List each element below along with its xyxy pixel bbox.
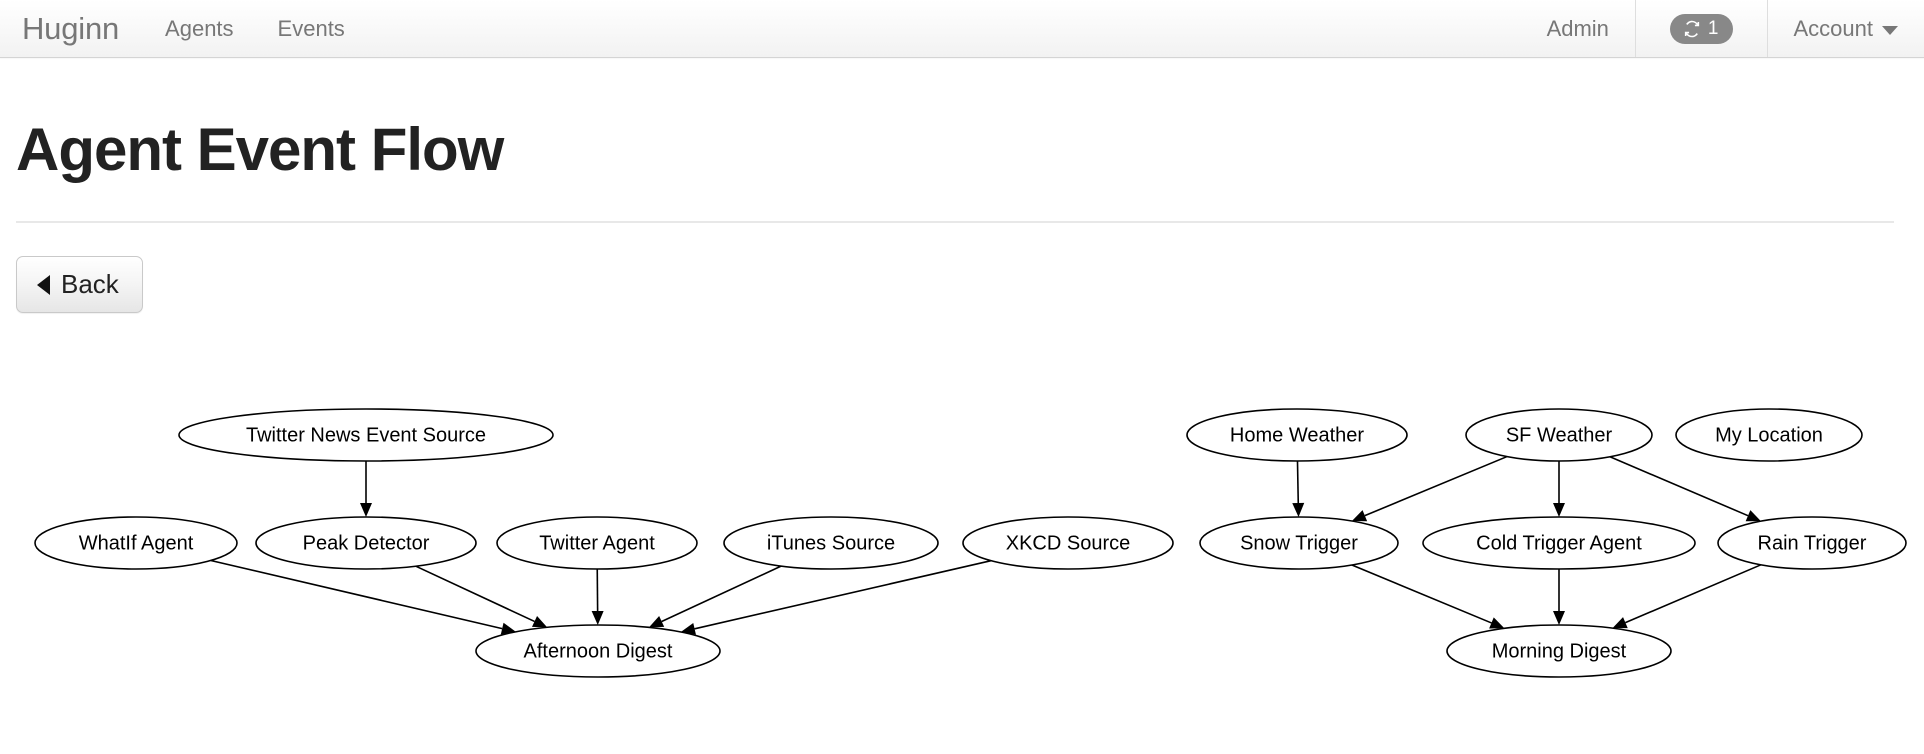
edge-sf-weather-to-snow-trigger [1364, 455, 1508, 517]
page-title: Agent Event Flow [16, 116, 504, 183]
chevron-left-icon [37, 274, 50, 295]
arrowhead-twitter-agent-to-afternoon-digest [591, 610, 604, 626]
edge-snow-trigger-to-morning-digest [1351, 564, 1492, 624]
edge-whatif-agent-to-afternoon-digest [210, 559, 503, 630]
node-ellipse-whatif-agent [34, 516, 238, 570]
node-ellipse-itunes-source [723, 516, 939, 570]
node-label-cold-trigger-agent: Cold Trigger Agent [1476, 532, 1642, 554]
graph-node-afternoon-digest[interactable]: Afternoon Digest [475, 624, 721, 678]
arrowhead-home-weather-to-snow-trigger [1292, 502, 1305, 518]
node-label-whatif-agent: WhatIf Agent [79, 532, 194, 554]
graph-node-my-location[interactable]: My Location [1675, 408, 1863, 462]
nav-link-account[interactable]: Account [1768, 0, 1924, 57]
node-label-itunes-source: iTunes Source [767, 532, 895, 554]
arrowhead-xkcd-source-to-afternoon-digest [680, 622, 696, 635]
node-ellipse-xkcd-source [962, 516, 1174, 570]
chevron-down-icon [1882, 25, 1898, 35]
nav-link-agents[interactable]: Agents [165, 15, 234, 41]
node-label-twitter-news-event-source: Twitter News Event Source [246, 424, 486, 446]
back-button[interactable]: Back [16, 256, 143, 313]
node-label-peak-detector: Peak Detector [303, 532, 430, 554]
edge-itunes-source-to-afternoon-digest [661, 565, 782, 623]
node-ellipse-rain-trigger [1717, 516, 1907, 570]
node-ellipse-cold-trigger-agent [1422, 516, 1696, 570]
page-container: Agent Event Flow Back Twitter News Event… [0, 58, 1924, 678]
node-label-afternoon-digest: Afternoon Digest [524, 640, 673, 662]
node-label-xkcd-source: XKCD Source [1006, 532, 1131, 554]
account-label: Account [1793, 16, 1874, 41]
edge-peak-detector-to-afternoon-digest [415, 565, 535, 623]
arrowhead-peak-detector-to-afternoon-digest [531, 616, 548, 628]
arrowhead-sf-weather-to-snow-trigger [1351, 510, 1368, 522]
graph-node-snow-trigger[interactable]: Snow Trigger [1199, 516, 1399, 570]
arrowhead-rain-trigger-to-morning-digest [1612, 617, 1628, 629]
node-ellipse-peak-detector [255, 516, 477, 570]
graph-node-peak-detector[interactable]: Peak Detector [255, 516, 477, 570]
nav-link-admin[interactable]: Admin [1546, 16, 1609, 41]
node-ellipse-morning-digest [1446, 624, 1672, 678]
graph-node-whatif-agent[interactable]: WhatIf Agent [34, 516, 238, 570]
worker-count: 1 [1707, 18, 1719, 39]
graph-node-xkcd-source[interactable]: XKCD Source [962, 516, 1174, 570]
graph-node-home-weather[interactable]: Home Weather [1186, 408, 1408, 462]
edge-xkcd-source-to-afternoon-digest [694, 559, 992, 630]
graph-node-cold-trigger-agent[interactable]: Cold Trigger Agent [1422, 516, 1696, 570]
back-button-label: Back [61, 269, 119, 299]
edge-rain-trigger-to-morning-digest [1625, 564, 1762, 624]
title-divider [16, 221, 1894, 223]
navbar-spacer [367, 0, 1521, 57]
node-ellipse-afternoon-digest [475, 624, 721, 678]
node-ellipse-sf-weather [1465, 408, 1653, 462]
arrowhead-itunes-source-to-afternoon-digest [648, 616, 665, 628]
edge-layer [210, 455, 1762, 635]
navbar-left-group: Huginn Agents Events [0, 0, 367, 57]
arrowhead-sf-weather-to-cold-trigger-agent [1553, 503, 1565, 517]
node-ellipse-twitter-news-event-source [178, 408, 554, 462]
edge-home-weather-to-snow-trigger [1296, 460, 1300, 504]
edge-sf-weather-to-rain-trigger [1609, 456, 1749, 517]
node-label-morning-digest: Morning Digest [1492, 640, 1627, 662]
brand-logo[interactable]: Huginn [22, 10, 120, 46]
graph-node-itunes-source[interactable]: iTunes Source [723, 516, 939, 570]
node-label-sf-weather: SF Weather [1506, 424, 1613, 446]
node-label-snow-trigger: Snow Trigger [1240, 532, 1358, 554]
graph-node-morning-digest[interactable]: Morning Digest [1446, 624, 1672, 678]
graph-node-twitter-news-event-source[interactable]: Twitter News Event Source [178, 408, 554, 462]
agent-event-flow-graph: Twitter News Event Source Home Weather SF … [16, 335, 1924, 678]
node-label-home-weather: Home Weather [1230, 424, 1364, 446]
flow-graph-svg: Twitter News Event Source Home Weather SF … [34, 408, 1907, 678]
node-ellipse-my-location [1675, 408, 1863, 462]
node-ellipse-snow-trigger [1199, 516, 1399, 570]
node-label-twitter-agent: Twitter Agent [539, 532, 655, 554]
graph-node-sf-weather[interactable]: SF Weather [1465, 408, 1653, 462]
node-ellipse-home-weather [1186, 408, 1408, 462]
worker-status-cell: 1 [1634, 0, 1768, 57]
worker-status-badge[interactable]: 1 [1669, 13, 1733, 44]
graph-node-twitter-agent[interactable]: Twitter Agent [496, 516, 698, 570]
nav-link-events[interactable]: Events [277, 15, 345, 41]
graph-node-rain-trigger[interactable]: Rain Trigger [1717, 516, 1907, 570]
node-ellipse-twitter-agent [496, 516, 698, 570]
arrowhead-whatif-agent-to-afternoon-digest [500, 622, 516, 635]
arrowhead-twitter-news-event-source-to-peak-detector [360, 503, 372, 517]
arrowhead-sf-weather-to-rain-trigger [1745, 510, 1761, 522]
sync-icon [1682, 19, 1702, 39]
navbar: Huginn Agents Events Admin 1 Account [0, 0, 1924, 58]
arrowhead-snow-trigger-to-morning-digest [1489, 617, 1505, 629]
navbar-right-group: Admin 1 Account [1521, 0, 1924, 57]
arrowhead-cold-trigger-agent-to-morning-digest [1553, 611, 1565, 625]
node-layer: Twitter News Event Source Home Weather SF … [34, 408, 1907, 678]
node-label-rain-trigger: Rain Trigger [1758, 532, 1867, 554]
node-label-my-location: My Location [1715, 424, 1823, 446]
